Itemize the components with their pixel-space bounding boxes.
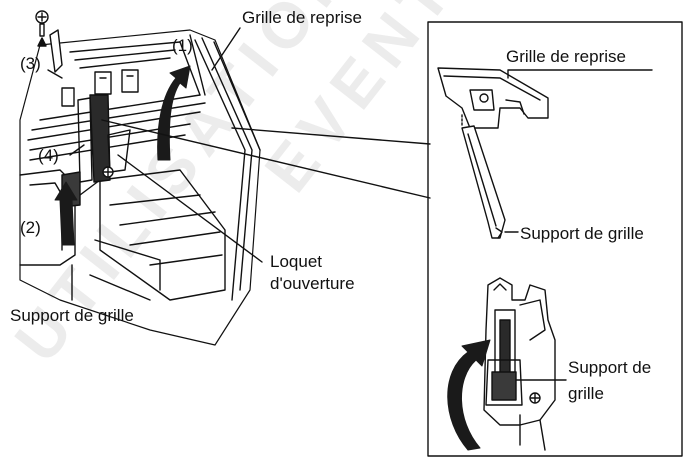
rotate-arrow-inset [447,339,491,451]
inset-top-drawing [437,67,549,239]
inset-frame [427,21,683,457]
label-step-4: (4) [38,146,59,165]
label-latch-line2: d'ouverture [270,274,355,293]
label-inset-top-support: Support de grille [520,224,644,243]
label-step-1: (1) [172,36,193,55]
label-inset-bottom-support-line2: grille [568,384,604,403]
label-inset-top-grille: Grille de reprise [506,47,626,66]
inset-bottom-drawing [483,277,556,451]
label-grille-main: Grille de reprise [242,8,362,27]
leader-step3 [47,69,63,79]
leader-step4 [69,144,85,156]
label-step-3: (3) [20,54,41,73]
leader-grille-main [211,27,241,71]
main-unit-drawing [19,10,261,346]
leader-latch [117,154,263,263]
label-step-2: (2) [20,218,41,237]
label-latch-line1: Loquet [270,252,322,271]
label-support-main: Support de grille [10,306,134,325]
label-inset-bottom-support-line1: Support de [568,358,652,377]
leader-inset-top-grille [507,69,653,79]
callout-line-upper [231,127,431,145]
lift-arrow-2 [54,181,78,246]
callout-line-lower [101,119,431,199]
rotate-arrow-1 [157,65,191,161]
